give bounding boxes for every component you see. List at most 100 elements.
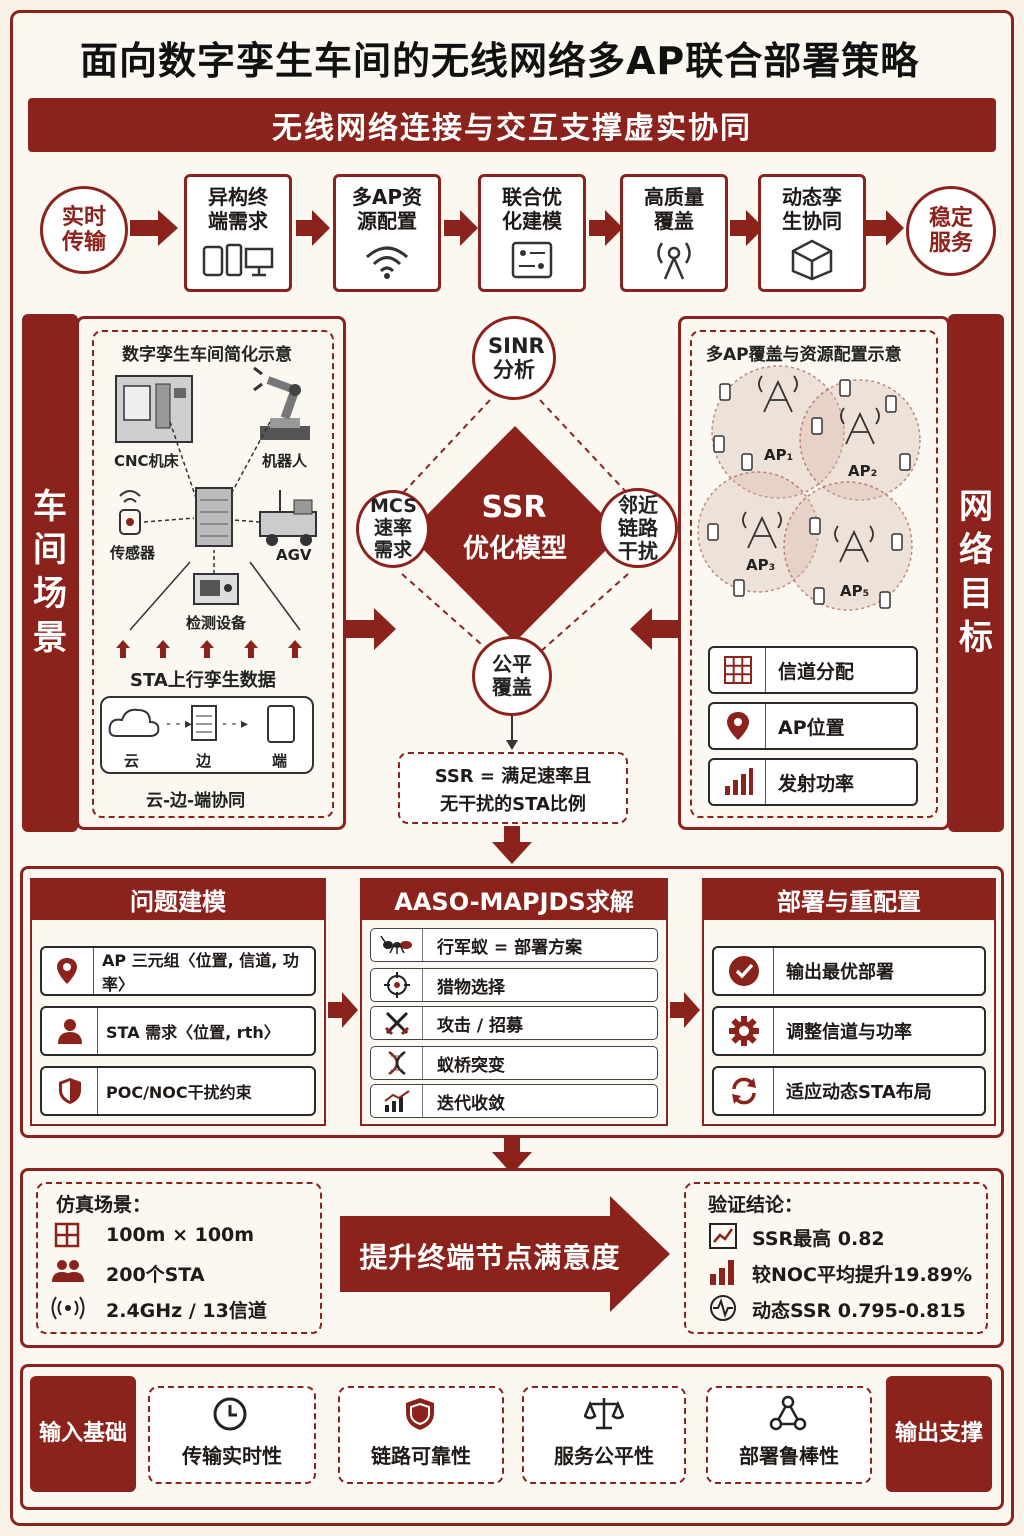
ap-triplet-card: AP 三元组〈位置, 信道, 功率〉 (40, 946, 316, 996)
ap-position-card: AP位置 (708, 702, 918, 750)
flow-step-1: 异构终端需求 (184, 174, 292, 292)
adjust-channel-card: 调整信道与功率 (712, 1006, 986, 1056)
ap-3-icon (742, 511, 782, 549)
tablet-icon (267, 705, 295, 743)
server-icon (195, 487, 233, 547)
cnc-label: CNC机床 (114, 452, 179, 470)
sim-channels: 2.4GHz / 13信道 (106, 1300, 267, 1322)
sim-scenario-box (36, 1182, 322, 1334)
workshop-diagram (115, 366, 317, 658)
aaso-step-attack: 攻击 / 招募 (370, 1006, 658, 1040)
sta-up-label: STA上行孪生数据 (130, 670, 276, 691)
cloud-icon (108, 708, 160, 737)
tx-power-card: 发射功率 (708, 758, 918, 806)
ssr-core-label: SSR (481, 490, 547, 525)
model-board-icon (511, 241, 553, 279)
ap-3-label: AP₃ (746, 556, 776, 574)
broadcast-icon (51, 1296, 85, 1320)
big-arrow-shape (340, 1196, 670, 1312)
antenna-tower-icon (657, 242, 691, 280)
sinr-circle: SINR分析 (472, 316, 556, 400)
sim-scenario-title: 仿真场景： (56, 1194, 152, 1216)
refresh-icon (714, 1068, 774, 1114)
ap-2-label: AP₂ (848, 462, 878, 480)
pulse-icon (710, 1295, 736, 1321)
robot-arm-icon (253, 366, 310, 440)
attr-realtime-box (148, 1386, 316, 1484)
flow-step-2: 多AP资源配置 (333, 174, 441, 292)
problem-modeling-header: 问题建模 (30, 878, 326, 920)
output-support-box: 输出支撑 (886, 1376, 992, 1492)
check-circle-icon (714, 948, 774, 994)
cloud-label: 云 (124, 752, 140, 770)
left-subtitle: 数字孪生车间简化示意 (122, 345, 292, 365)
fair-coverage-circle: 公平覆盖 (472, 636, 552, 716)
detect-label: 检测设备 (186, 614, 247, 632)
shield-icon (406, 1398, 434, 1430)
location-pin-icon (42, 948, 94, 994)
ap-5-icon (834, 525, 874, 563)
flow-step-5: 动态孪生协同 (758, 174, 866, 292)
aaso-step-ant: 行军蚁 = 部署方案 (370, 928, 658, 962)
ap-coverage-diagram (697, 365, 921, 611)
edge-label: 边 (196, 752, 212, 770)
mcs-circle: MCS速率需求 (356, 490, 430, 568)
grid-icon (710, 648, 766, 692)
arrow-down-2 (492, 1138, 532, 1174)
right-dashed-box (690, 330, 938, 818)
ant-icon (371, 929, 423, 961)
edge-server-icon (191, 705, 217, 741)
aaso-step-converge: 迭代收敛 (370, 1084, 658, 1118)
optimal-deploy-card: 输出最优部署 (712, 946, 986, 996)
bar-chart-icon (710, 1260, 734, 1285)
detection-device-icon (193, 573, 239, 605)
arrow-mid-2 (670, 992, 700, 1028)
flow-start-circle: 实时传输 (40, 186, 128, 274)
cube-icon (791, 239, 833, 281)
ssr-definition-1: SSR = 满足速率且 (434, 766, 592, 787)
wifi-icon (365, 246, 409, 279)
channel-allocation-card: 信道分配 (708, 646, 918, 694)
flow-arrow (589, 210, 623, 246)
arrow-right-to-center (630, 608, 680, 650)
sim-conclusion-title: 验证结论： (708, 1194, 804, 1216)
flow-step-3: 联合优化建模 (478, 174, 586, 292)
cloud-edge-end-icons: - - ▸ - - ▸ (108, 705, 295, 743)
conclusion-dynamic: 动态SSR 0.795-0.815 (752, 1300, 966, 1322)
chart-line-icon (709, 1223, 737, 1249)
interference-circle: 邻近链路干扰 (598, 488, 678, 568)
attr-robustness: 部署鲁棒性 (739, 1444, 839, 1468)
svg-text:- - ▸: - - ▸ (166, 716, 192, 732)
ssr-definition-2: 无干扰的STA比例 (440, 794, 586, 815)
ssr-definition-box (398, 752, 628, 824)
ssr-core-diamond (408, 426, 622, 642)
flow-arrow (130, 210, 178, 246)
ap-2-icon (840, 407, 880, 445)
user-icon (42, 1008, 98, 1054)
attr-reliability: 链路可靠性 (371, 1444, 471, 1468)
attr-fairness: 服务公平性 (554, 1444, 654, 1468)
left-dashed-box (92, 330, 334, 818)
right-side-bar: 网络目标 (948, 314, 1004, 832)
flow-arrow (296, 210, 330, 246)
network-nodes-icon (769, 1395, 807, 1431)
end-label: 端 (272, 752, 288, 770)
big-arrow-label: 提升终端节点满意度 (359, 1241, 621, 1274)
right-subtitle: 多AP覆盖与资源配置示意 (706, 345, 902, 365)
shield-icon (42, 1068, 98, 1114)
arrow-mid-1 (328, 992, 358, 1028)
flow-arrow (444, 210, 478, 246)
left-side-bar: 车间场景 (22, 314, 78, 832)
location-pin-icon (710, 704, 766, 748)
svg-text:- - ▸: - - ▸ (222, 716, 248, 732)
robot-label: 机器人 (262, 452, 308, 470)
agv-icon (259, 490, 317, 546)
users-icon (52, 1260, 84, 1282)
sensor-label: 传感器 (110, 544, 156, 562)
arrow-down-1 (492, 826, 532, 864)
arrow-left-to-center (346, 608, 396, 650)
dynamic-sta-card: 适应动态STA布局 (712, 1066, 986, 1116)
flow-arrow (866, 210, 904, 246)
aaso-header: AASO-MAPJDS求解 (360, 878, 668, 920)
interference-constraint-card: POC/NOC干扰约束 (40, 1066, 316, 1116)
